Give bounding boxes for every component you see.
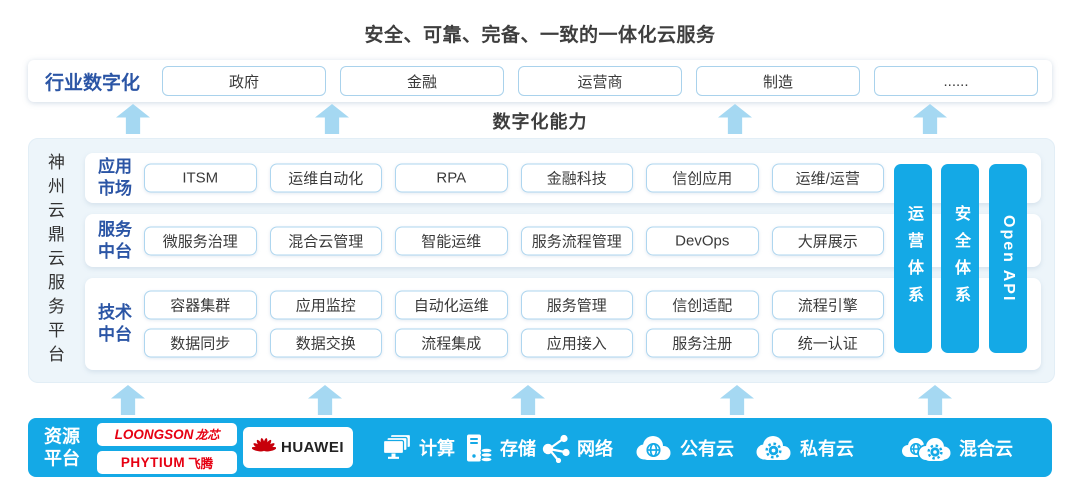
operation-system-bar-text: 运营体系	[905, 204, 922, 313]
app-market-label: 应用 市场	[98, 156, 132, 200]
industry-digitalization-band: 行业数字化 政府 金融 运营商 制造 ......	[28, 60, 1052, 102]
huawei-flower-icon	[252, 437, 276, 451]
storage-icon	[467, 434, 493, 462]
loongson-logo-text: LOONGSON	[114, 427, 194, 442]
tech-tiles-bottom: 数据同步 数据交换 流程集成 应用接入 服务注册 统一认证	[144, 328, 884, 358]
digital-capability-label: 数字化能力	[492, 112, 588, 132]
public-cloud-icon	[636, 435, 671, 460]
resource-label: 计算	[419, 438, 455, 459]
up-arrow	[918, 385, 952, 415]
platform-name-text: 神州云鼎云服务平台	[45, 152, 64, 369]
storage-resource: 存储	[463, 433, 536, 463]
tile-itsm: ITSM	[144, 163, 257, 193]
loongson-logo: LOONGSON 龙芯	[97, 423, 237, 446]
security-system-bar: 安全体系	[941, 164, 979, 353]
hybrid-cloud-resource: 混合云	[898, 433, 1013, 463]
tile-xinchuang-adaptation: 信创适配	[646, 290, 759, 320]
label-line: 服务	[98, 219, 132, 239]
tile-fintech: 金融科技	[520, 163, 633, 193]
huawei-logo-text: HUAWEI	[281, 439, 344, 456]
tile-intelligent-ops: 智能运维	[395, 226, 508, 255]
compute-resource: 计算	[382, 433, 455, 462]
tile-hybrid-cloud-mgmt: 混合云管理	[269, 226, 382, 255]
resource-label: 私有云	[800, 438, 854, 459]
service-middle-platform-label: 服务 中台	[98, 218, 132, 262]
public-cloud-resource: 公有云	[633, 434, 734, 462]
tech-tiles-top: 容器集群 应用监控 自动化运维 服务管理 信创适配 流程引擎	[144, 290, 884, 320]
industry-box-manufacturing: 制造	[696, 66, 860, 96]
compute-icon	[382, 433, 412, 459]
resource-label: 公有云	[680, 438, 734, 459]
up-arrow	[720, 385, 754, 415]
diagram-title: 安全、可靠、完备、一致的一体化云服务	[364, 25, 716, 46]
industry-band-label: 行业数字化	[45, 72, 141, 94]
tile-service-mgmt: 服务管理	[520, 290, 633, 320]
tile-ops-automation: 运维自动化	[269, 163, 382, 193]
label-line: 技术	[98, 302, 132, 322]
label-line: 市场	[98, 179, 132, 198]
tile-ops-operation: 运维/运营	[771, 163, 884, 193]
label-line: 应用	[98, 156, 132, 176]
tile-data-sync: 数据同步	[144, 328, 257, 358]
tile-unified-auth: 统一认证	[771, 328, 884, 358]
open-api-bar-text: Open API	[1000, 214, 1017, 303]
arrows-to-platform	[0, 385, 1080, 415]
operation-system-bar: 运营体系	[894, 164, 932, 353]
phytium-logo-cjk: 飞腾	[188, 457, 214, 471]
resource-platform-bar: 资源 平台 LOONGSON 龙芯 PHYTIUM 飞腾	[28, 418, 1052, 477]
private-cloud-resource: 私有云	[753, 434, 854, 462]
vendor-logos: LOONGSON 龙芯 PHYTIUM 飞腾	[97, 423, 237, 479]
tech-middle-platform-label: 技术 中台	[98, 302, 132, 346]
resource-label: 存储	[500, 438, 536, 459]
app-market-tiles: ITSM 运维自动化 RPA 金融科技 信创应用 运维/运营	[144, 163, 884, 193]
tile-container-cluster: 容器集群	[144, 290, 257, 320]
label-line: 中台	[98, 325, 132, 344]
tile-data-exchange: 数据交换	[269, 328, 382, 358]
industry-box-finance: 金融	[340, 66, 504, 96]
tile-app-monitoring: 应用监控	[269, 290, 382, 320]
open-api-bar: Open API	[989, 164, 1027, 353]
service-middle-platform-row: 服务 中台 微服务治理 混合云管理 智能运维 服务流程管理 DevOps 大屏展…	[85, 214, 1041, 267]
up-arrow	[308, 385, 342, 415]
industry-items: 政府 金融 运营商 制造 ......	[162, 66, 1038, 96]
tile-xinchuang-app: 信创应用	[646, 163, 759, 193]
tile-devops: DevOps	[646, 226, 759, 255]
phytium-logo: PHYTIUM 飞腾	[97, 451, 237, 474]
network-resource: 网络	[540, 433, 613, 463]
huawei-logo: HUAWEI	[243, 427, 353, 468]
tile-service-process-mgmt: 服务流程管理	[520, 226, 633, 255]
resource-label: 混合云	[959, 438, 1013, 459]
tile-microservice-governance: 微服务治理	[144, 226, 257, 255]
tile-process-integration: 流程集成	[395, 328, 508, 358]
phytium-logo-text: PHYTIUM	[120, 455, 186, 470]
industry-box-government: 政府	[162, 66, 326, 96]
security-system-bar-text: 安全体系	[952, 204, 969, 313]
hybrid-cloud-icon	[902, 435, 952, 462]
resource-platform-label: 资源 平台	[44, 425, 80, 470]
resource-label: 网络	[577, 438, 613, 459]
label-line: 中台	[98, 241, 132, 261]
service-middle-platform-tiles: 微服务治理 混合云管理 智能运维 服务流程管理 DevOps 大屏展示	[144, 226, 884, 255]
private-cloud-icon	[756, 435, 791, 460]
app-market-row: 应用 市场 ITSM 运维自动化 RPA 金融科技 信创应用 运维/运营	[85, 153, 1041, 203]
platform-name: 神州云鼎云服务平台	[42, 139, 67, 382]
up-arrow	[111, 385, 145, 415]
tile-rpa: RPA	[395, 163, 508, 193]
tech-middle-platform-tiles: 容器集群 应用监控 自动化运维 服务管理 信创适配 流程引擎 数据同步 数据交换…	[144, 290, 884, 358]
industry-box-more: ......	[874, 66, 1038, 96]
industry-box-operator: 运营商	[518, 66, 682, 96]
label-line: 资源	[44, 426, 80, 446]
tile-automated-ops: 自动化运维	[395, 290, 508, 320]
tile-app-access: 应用接入	[520, 328, 633, 358]
arrows-to-industry-band	[0, 104, 1080, 134]
label-line: 平台	[44, 448, 80, 469]
up-arrow	[511, 385, 545, 415]
tile-process-engine: 流程引擎	[771, 290, 884, 320]
loongson-logo-cjk: 龙芯	[195, 428, 220, 442]
tile-service-registry: 服务注册	[646, 328, 759, 358]
network-icon	[542, 434, 570, 463]
tile-dashboard-display: 大屏展示	[771, 226, 884, 255]
platform-container: 神州云鼎云服务平台 应用 市场 ITSM 运维自动化 RPA 金融科技 信创应用…	[28, 138, 1055, 383]
tech-middle-platform-row: 技术 中台 容器集群 应用监控 自动化运维 服务管理 信创适配 流程引擎 数据同…	[85, 278, 1041, 370]
